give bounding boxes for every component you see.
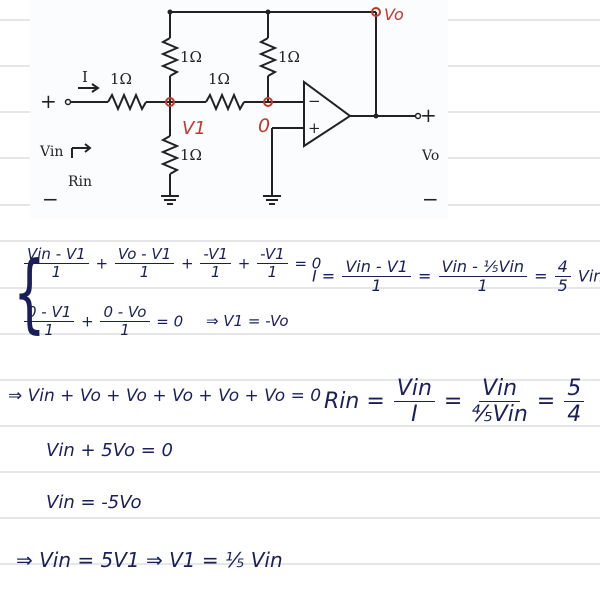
- eq2-rhs: = 0: [156, 312, 184, 331]
- opamp-minus-label: −: [308, 92, 321, 110]
- vo-label: Vo: [421, 148, 439, 164]
- circuit-schematic: 1Ω 1Ω 1Ω 1Ω 1Ω I + − Vin Rin + − Vo − + …: [39, 5, 439, 211]
- resistor-label-top-left: 1Ω: [180, 48, 202, 66]
- eq1-term1-num: Vin - V1: [24, 245, 89, 265]
- current-f3-num: 4: [554, 257, 571, 278]
- derivation-line-2: Vin + 5Vo = 0: [46, 440, 173, 461]
- resistor-label-bottom: 1Ω: [180, 146, 202, 164]
- eq1-term3-num: -V1: [200, 245, 231, 265]
- opamp-plus-label: +: [308, 119, 321, 137]
- rin-f2-num: Vin: [478, 376, 521, 403]
- eq2-implies: ⇒ V1 = -Vo: [205, 312, 289, 331]
- current-eq2: =: [534, 266, 548, 286]
- resistor-label-input: 1Ω: [110, 70, 132, 88]
- vo-annotation: Vo: [384, 5, 404, 24]
- output-minus-label: −: [422, 187, 439, 211]
- eq1-rhs: = 0: [294, 254, 322, 273]
- derivation-line-1: ⇒ Vin + Vo + Vo + Vo + Vo + Vo = 0: [8, 386, 322, 406]
- zero-annotation: 0: [258, 115, 270, 137]
- current-lhs: I =: [312, 266, 336, 286]
- eq1-term4-den: 1: [267, 263, 278, 282]
- current-f1-den: 1: [371, 276, 382, 296]
- rin-f1-den: I: [411, 402, 418, 428]
- eq2-op1: +: [81, 312, 94, 331]
- current-f2-den: 1: [477, 276, 488, 296]
- eq1-term2-den: 1: [139, 263, 150, 282]
- current-f2-num: Vin - ⅕Vin: [438, 257, 528, 278]
- rin-lhs: Rin =: [324, 388, 385, 414]
- eq1-op3: +: [237, 254, 251, 273]
- derivation-line-3: Vin = -5Vo: [46, 492, 142, 513]
- rin-label: Rin: [68, 174, 92, 190]
- eq2-term2-den: 1: [120, 321, 130, 340]
- eq2-term1-num: 0 - V1: [24, 303, 75, 323]
- eq2-term2-num: 0 - Vo: [100, 303, 150, 323]
- current-f1-num: Vin - V1: [342, 257, 411, 278]
- resistor-label-top-right: 1Ω: [278, 48, 300, 66]
- input-plus-label: +: [40, 89, 57, 113]
- rin-f1-num: Vin: [393, 376, 435, 403]
- rin-eq2: =: [536, 388, 556, 414]
- eq1-term4-num: -V1: [257, 245, 288, 265]
- current-eq1: =: [418, 266, 432, 286]
- v1-annotation: V1: [182, 118, 206, 139]
- resistor-label-middle: 1Ω: [208, 70, 230, 88]
- current-tail: Vin: [577, 266, 600, 286]
- output-plus-label: +: [420, 103, 437, 127]
- rin-eq1: =: [443, 388, 463, 414]
- eq1-op1: +: [95, 254, 109, 273]
- eq1-term2-num: Vo - V1: [114, 245, 175, 265]
- input-minus-label: −: [42, 187, 59, 211]
- eq1-term3-den: 1: [210, 263, 221, 282]
- derivation-line-4: ⇒ Vin = 5V1 ⇒ V1 = ⅕ Vin: [16, 548, 283, 572]
- vin-label: Vin: [39, 144, 63, 160]
- rin-f3-den: 4: [567, 402, 582, 428]
- rin-f2-den: ⅘Vin: [471, 402, 528, 428]
- eq1-term1-den: 1: [51, 263, 62, 282]
- eq2-term1-den: 1: [44, 321, 54, 340]
- current-label: I: [82, 68, 88, 86]
- circuit-diagram: 1Ω 1Ω 1Ω 1Ω 1Ω I + − Vin Rin + − Vo − + …: [30, 0, 448, 218]
- current-f3-den: 5: [557, 276, 568, 296]
- rin-f3-num: 5: [564, 376, 585, 403]
- eq1-op2: +: [180, 254, 194, 273]
